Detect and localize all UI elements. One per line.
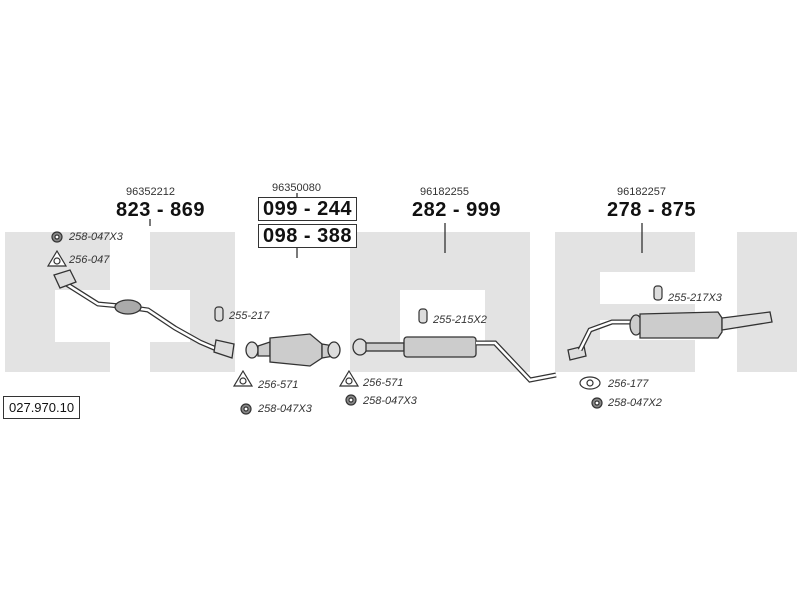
middle-silencer-part <box>352 336 557 383</box>
accessory-code[interactable]: 256-177 <box>608 378 649 390</box>
accessory-code[interactable]: 255-215X2 <box>433 314 487 326</box>
part-number[interactable]: 823 - 869 <box>116 199 206 221</box>
accessory-code[interactable]: 255-217 <box>229 310 270 322</box>
oem-number: 96350080 <box>272 182 321 194</box>
accessory-code[interactable]: 258-047X3 <box>69 231 123 243</box>
accessory-code[interactable]: 258-047X2 <box>608 397 662 409</box>
part-number[interactable]: 098 - 388 <box>258 224 358 248</box>
reference-number: 027.970.10 <box>3 396 81 419</box>
catalyst-part <box>245 333 341 367</box>
accessory-code[interactable]: 258-047X3 <box>258 403 312 415</box>
part-number[interactable]: 282 - 999 <box>412 199 502 221</box>
accessory-code[interactable]: 256-047 <box>69 254 110 266</box>
oem-number: 96352212 <box>126 186 175 198</box>
accessory-code[interactable]: 256-571 <box>363 377 404 389</box>
part-number[interactable]: 278 - 875 <box>607 199 697 221</box>
oem-number: 96182255 <box>420 186 469 198</box>
front-pipe-part <box>57 277 229 351</box>
accessory-code[interactable]: 258-047X3 <box>363 395 417 407</box>
part-number[interactable]: 099 - 244 <box>258 197 358 221</box>
oem-number: 96182257 <box>617 186 666 198</box>
accessory-code[interactable]: 256-571 <box>258 379 299 391</box>
rear-silencer-part <box>567 311 773 361</box>
accessory-code[interactable]: 255-217X3 <box>668 292 722 304</box>
